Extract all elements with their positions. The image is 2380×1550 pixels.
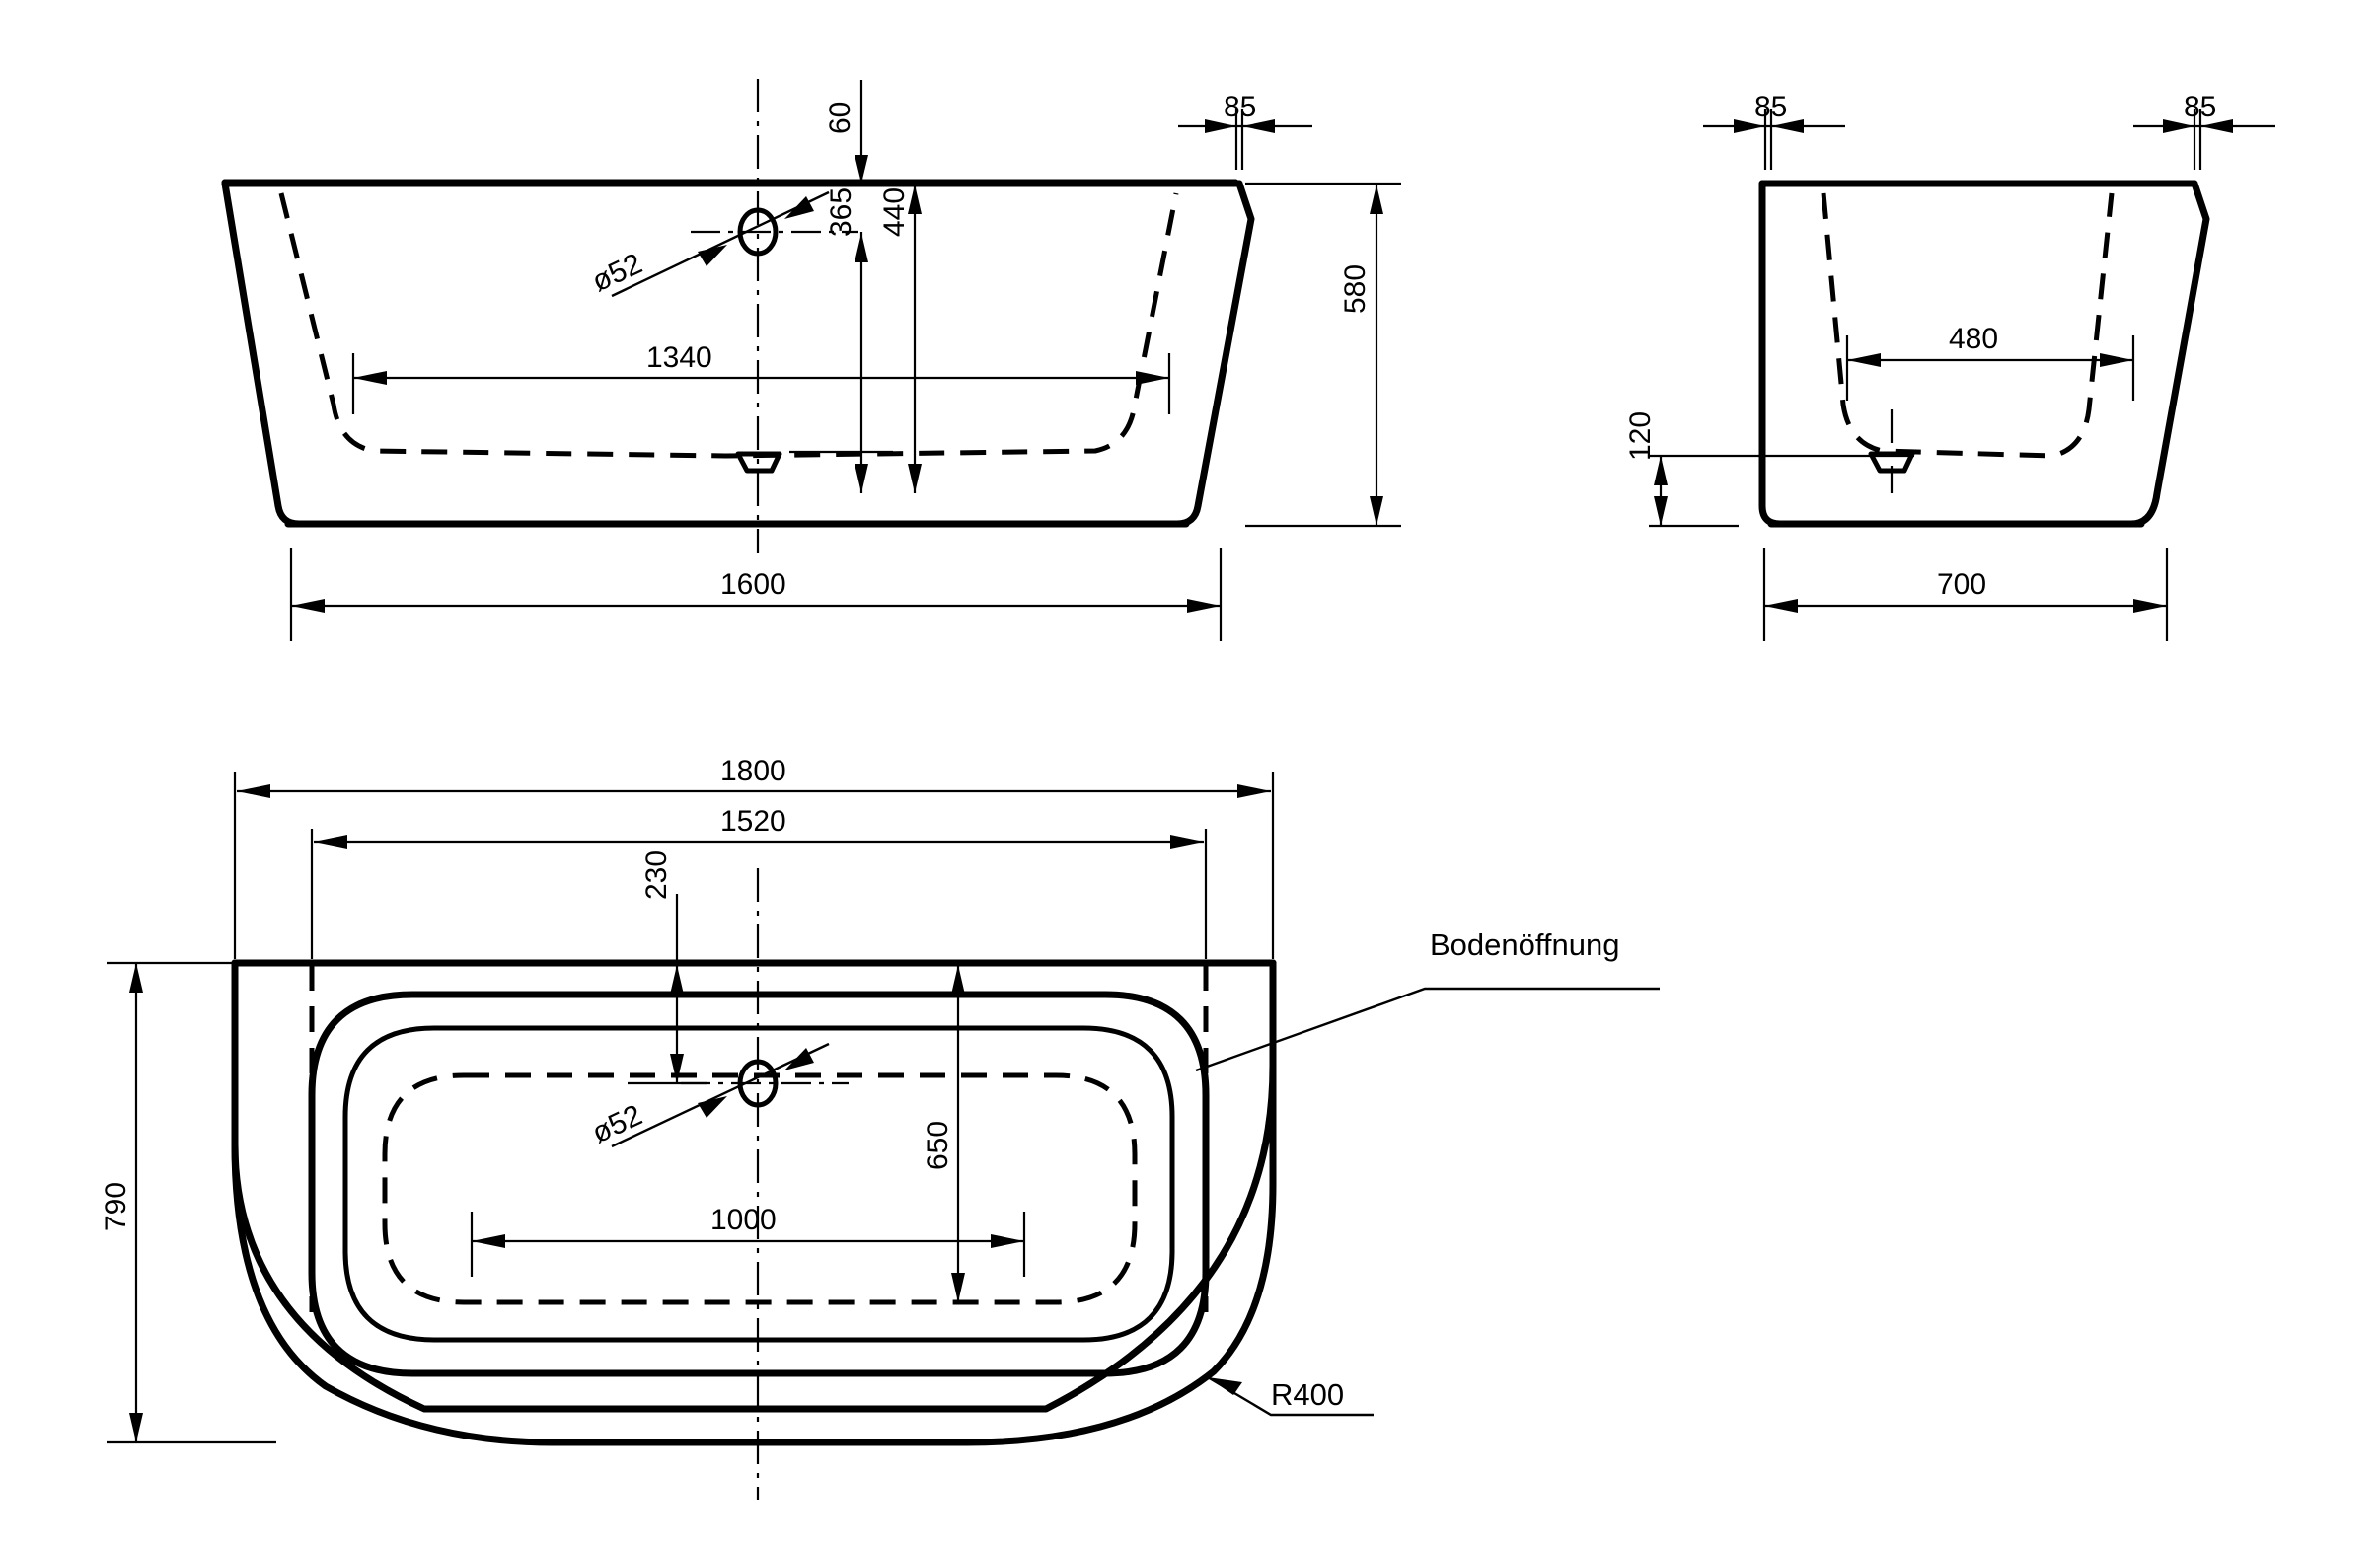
plan-bodenoeffnung-label: Bodenöffnung bbox=[1430, 927, 1620, 962]
plan-d230-arrow-bottom bbox=[670, 1054, 684, 1083]
side-d120-arrow-top bbox=[1654, 456, 1668, 485]
front-d1600-arrow-right bbox=[1187, 599, 1221, 613]
side-d85r-arrow-right bbox=[2200, 119, 2233, 133]
plan-r400-arrowhead bbox=[1208, 1377, 1242, 1395]
side-d480-arrow-left bbox=[1847, 353, 1881, 367]
front-d580-arrow-top bbox=[1370, 185, 1383, 214]
front-d580-arrow-bottom bbox=[1370, 496, 1383, 526]
front-d365-arrow-bottom bbox=[855, 464, 868, 493]
side-d700-arrow-right bbox=[2133, 599, 2167, 613]
plan-d1800-label: 1800 bbox=[720, 755, 786, 787]
plan-d650-label: 650 bbox=[922, 1121, 954, 1170]
front-d440-arrow-top bbox=[908, 185, 922, 214]
front-d365-arrow-top bbox=[855, 233, 868, 262]
plan-d52-leader bbox=[611, 1042, 830, 1148]
front-d440-label: 440 bbox=[878, 187, 911, 237]
front-overflow-hole bbox=[737, 207, 779, 257]
plan-d52-label: ø52 bbox=[587, 1099, 647, 1150]
side-d85l-label: 85 bbox=[1754, 91, 1787, 123]
side-d120-arrow-bottom bbox=[1654, 496, 1668, 526]
side-d85l-arrow-left bbox=[1734, 119, 1765, 133]
plan-d650-arrow-top bbox=[951, 965, 965, 995]
front-d52-arrow-upper bbox=[784, 196, 814, 219]
front-elevation-view: ø52 60 365 440 1340 bbox=[221, 79, 1401, 641]
plan-r400-label: R400 bbox=[1271, 1377, 1344, 1412]
side-drain-spout bbox=[1868, 451, 1915, 474]
plan-d1000-arrow-right bbox=[991, 1234, 1024, 1248]
front-d85-arrow-left bbox=[1205, 119, 1236, 133]
side-d85l-arrow-right bbox=[1771, 119, 1804, 133]
plan-d52-arrow-lower bbox=[698, 1096, 727, 1118]
plan-bowl-bottom-hidden bbox=[382, 1072, 1138, 1305]
side-d85r-label: 85 bbox=[2184, 91, 2216, 123]
side-d700-label: 700 bbox=[1937, 568, 1986, 601]
plan-d790-arrow-bottom bbox=[129, 1413, 143, 1442]
front-d580-label: 580 bbox=[1339, 264, 1372, 314]
front-d60-label: 60 bbox=[824, 102, 856, 134]
plan-body-silhouette bbox=[231, 1052, 1277, 1446]
plan-d1520-label: 1520 bbox=[720, 805, 786, 838]
plan-rim-inner-edge bbox=[308, 991, 1210, 1377]
front-d60-arrow bbox=[855, 155, 868, 184]
front-d440-arrow-bottom bbox=[908, 464, 922, 493]
plan-view: 1800 1520 ø52 230 650 bbox=[100, 755, 1660, 1500]
front-inner-bowl-hidden bbox=[278, 192, 1179, 459]
side-d480-label: 480 bbox=[1949, 323, 1998, 355]
plan-bowl-upper-edge bbox=[342, 1025, 1175, 1343]
front-d1340-arrow-left bbox=[353, 371, 387, 385]
front-d365-label: 365 bbox=[825, 187, 857, 237]
plan-d230-label: 230 bbox=[640, 850, 673, 900]
plan-d1000-label: 1000 bbox=[710, 1204, 777, 1236]
plan-bodenoeffnung-leader bbox=[1195, 987, 1660, 1072]
plan-outer-rim bbox=[231, 959, 1277, 1413]
front-d85-arrow-right bbox=[1242, 119, 1275, 133]
front-right-wall bbox=[1173, 180, 1255, 528]
plan-d230-arrow-top bbox=[670, 965, 684, 995]
plan-d1520-arrow-right bbox=[1170, 835, 1204, 849]
plan-d1800-arrow-left bbox=[237, 784, 270, 798]
side-inner-bowl-hidden bbox=[1821, 192, 2115, 459]
plan-d1000-arrow-left bbox=[472, 1234, 505, 1248]
plan-d1520-arrow-left bbox=[314, 835, 347, 849]
side-elevation-view: 85 85 480 120 bbox=[1624, 91, 2275, 641]
front-drain-spout bbox=[735, 451, 782, 474]
front-d52-leader bbox=[611, 190, 830, 298]
front-d85-label: 85 bbox=[1224, 91, 1256, 123]
side-right-wall bbox=[2127, 180, 2210, 528]
plan-d52-arrow-upper bbox=[784, 1048, 814, 1070]
side-d85r-arrow-left bbox=[2163, 119, 2194, 133]
plan-d1800-arrow-right bbox=[1237, 784, 1271, 798]
side-d700-arrow-left bbox=[1764, 599, 1798, 613]
plan-d790-label: 790 bbox=[100, 1182, 132, 1231]
front-d1600-label: 1600 bbox=[720, 568, 786, 601]
side-left-wall bbox=[1758, 180, 1784, 528]
front-d1600-arrow-left bbox=[291, 599, 325, 613]
side-d120-label: 120 bbox=[1624, 411, 1657, 461]
side-d480-arrow-right bbox=[2100, 353, 2133, 367]
front-d52-arrow-lower bbox=[698, 245, 727, 266]
front-d1340-arrow-right bbox=[1136, 371, 1169, 385]
front-d52-label: ø52 bbox=[587, 248, 647, 299]
plan-d650-arrow-bottom bbox=[951, 1273, 965, 1302]
front-left-wall bbox=[221, 180, 303, 528]
front-d1340-label: 1340 bbox=[646, 341, 712, 374]
plan-d790-arrow-top bbox=[129, 963, 143, 993]
